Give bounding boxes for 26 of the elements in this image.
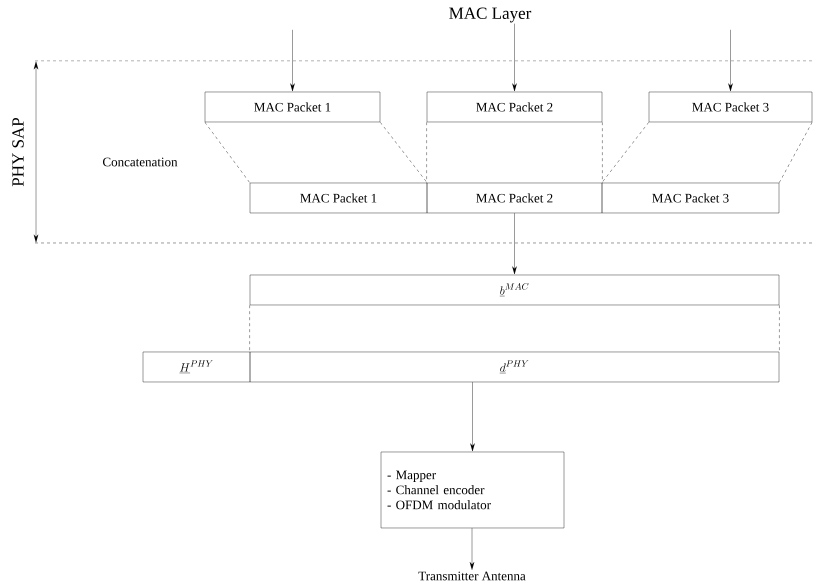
arrow (512, 23, 517, 92)
arrow (512, 212, 517, 274)
dashed-line (602, 122, 649, 183)
arrow (470, 382, 475, 452)
packet-box: MAC Packet 3 (648, 92, 812, 122)
packet-box: MAC Packet 1 (204, 92, 380, 122)
dashed-line (426, 122, 427, 183)
data-field: $\underline{d}^{PHY}$ (250, 352, 780, 382)
dashed-line (204, 122, 250, 183)
packet-box: MAC Packet 3 (602, 182, 780, 214)
axis-label: PHY SAP (12, 118, 24, 186)
step-label: Concatenation (103, 158, 178, 166)
dashed-line (779, 304, 780, 352)
header-field: $\underline{H}^{PHY}$ (142, 352, 250, 382)
arrow (290, 30, 295, 92)
data-field: $\underline{b}^{MAC}$ (250, 274, 780, 306)
dashed-line (380, 122, 428, 183)
layer-label: MAC Layer (449, 8, 532, 22)
arrow (470, 528, 474, 570)
packet-box: MAC Packet 2 (426, 92, 602, 122)
packet-box: MAC Packet 2 (426, 182, 602, 214)
arrow (728, 30, 733, 92)
packet-box: MAC Packet 1 (250, 182, 428, 214)
dashed-line (779, 122, 812, 183)
output-label: Transmitter Antenna (418, 572, 526, 580)
process-box: - Mapper - Channel encoder - OFDM modulator (380, 452, 564, 528)
